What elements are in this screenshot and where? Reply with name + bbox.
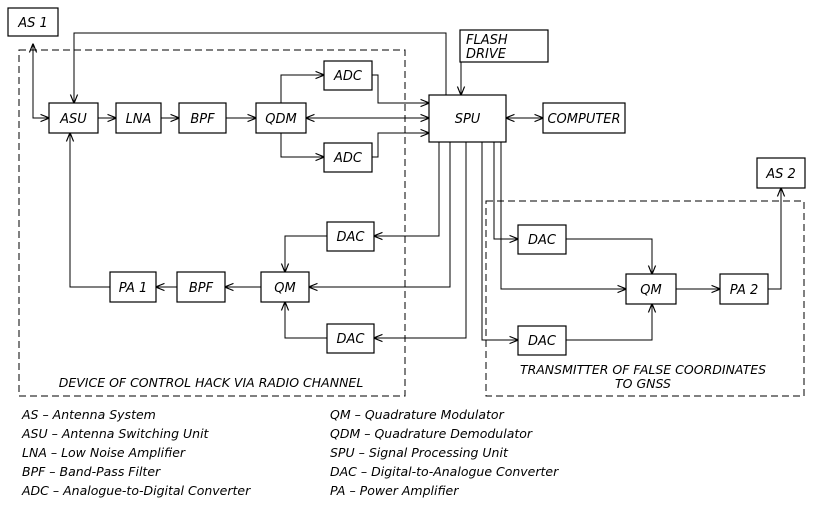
pa1-asu-link (70, 133, 110, 288)
rx-device-caption: DEVICE OF CONTROL HACK VIA RADIO CHANNEL (59, 375, 364, 390)
pa2-label: PA 2 (730, 283, 759, 298)
spu-qm-right-link (500, 142, 626, 289)
dac-left-top-block: DAC (326, 221, 375, 252)
qdm-adc-top-link (280, 75, 324, 103)
tx-device-caption-line2: TO GNSS (615, 376, 671, 391)
spu-block: SPU (428, 94, 507, 143)
legend: AS – Antenna System ASU – Antenna Switch… (21, 407, 559, 498)
spu-dac-left-bottom-link (374, 142, 467, 338)
qm-right-label: QM (640, 283, 661, 298)
adc-bottom-label: ADC (333, 151, 363, 166)
pa2-block: PA 2 (719, 273, 769, 305)
dac-left-bottom-label: DAC (337, 332, 366, 347)
asu-block: ASU (48, 102, 99, 134)
as2-label: AS 2 (765, 167, 796, 182)
qm-left-block: QM (260, 271, 310, 303)
dac-right-top-label: DAC (528, 233, 557, 248)
tx-device-caption-line1: TRANSMITTER OF FALSE COORDINATES (520, 362, 766, 377)
adc-top-spu-link (372, 74, 429, 103)
pa1-block: PA 1 (109, 271, 157, 303)
asu-label: ASU (59, 112, 87, 127)
computer-label: COMPUTER (547, 112, 620, 127)
legend-item: BPF – Band-Pass Filter (22, 464, 161, 479)
legend-item: SPU – Signal Processing Unit (330, 445, 509, 460)
pa2-as2-link (768, 188, 781, 290)
adc-bottom-spu-link (372, 133, 429, 158)
as2-block: AS 2 (756, 157, 806, 189)
lna-block: LNA (115, 102, 162, 134)
qdm-label: QDM (265, 112, 296, 127)
qm-left-label: QM (274, 281, 295, 296)
dac-right-top-qm-link (566, 238, 652, 274)
spu-qm-left-link (309, 142, 451, 287)
legend-item: DAC – Digital-to-Analogue Converter (330, 464, 559, 479)
legend-item: AS – Antenna System (21, 407, 156, 422)
dac-left-top-qm-link (285, 235, 327, 272)
qdm-block: QDM (255, 102, 307, 134)
legend-item: QDM – Quadrature Demodulator (330, 426, 533, 441)
adc-top-label: ADC (333, 69, 363, 84)
dac-right-bottom-qm-link (566, 304, 652, 341)
bpf-tx-block: BPF (176, 271, 226, 303)
computer-block: COMPUTER (542, 102, 626, 134)
legend-item: QM – Quadrature Modulator (330, 407, 505, 422)
legend-item: ASU – Antenna Switching Unit (21, 426, 210, 441)
adc-top-block: ADC (323, 60, 373, 91)
flash-label-line2: DRIVE (466, 47, 507, 62)
lna-label: LNA (126, 112, 152, 127)
tx-device-region (485, 200, 805, 397)
spu-dac-right-bottom-link (481, 142, 518, 340)
legend-item: ADC – Analogue-to-Digital Converter (21, 483, 251, 498)
qdm-adc-bottom-link (280, 133, 324, 157)
dac-right-bottom-block: DAC (517, 325, 567, 356)
dac-right-top-block: DAC (517, 224, 567, 255)
flash-label-line1: FLASH (466, 33, 508, 48)
spu-label: SPU (455, 112, 481, 127)
qm-right-block: QM (625, 273, 677, 305)
dac-left-bottom-block: DAC (326, 323, 375, 354)
flash-drive-block: FLASH DRIVE (459, 29, 549, 63)
pa1-label: PA 1 (119, 281, 148, 296)
legend-item: LNA – Low Noise Amplifier (22, 445, 186, 460)
connections (33, 32, 781, 341)
as1-asu-link (33, 44, 49, 118)
spu-asu-control (74, 32, 447, 103)
spu-dac-left-top-link (374, 142, 440, 236)
legend-item: PA – Power Amplifier (330, 483, 459, 498)
adc-bottom-block: ADC (323, 142, 373, 173)
as1-label: AS 1 (17, 16, 48, 31)
dac-left-top-label: DAC (337, 230, 366, 245)
bpf-rx-block: BPF (178, 102, 227, 134)
spu-dac-right-top-link (493, 142, 518, 239)
bpf-tx-label: BPF (189, 281, 214, 296)
as1-block: AS 1 (7, 7, 59, 37)
dac-left-bottom-qm-link (285, 302, 327, 339)
bpf-rx-label: BPF (190, 112, 215, 127)
rx-device-region (18, 49, 406, 397)
dac-right-bottom-label: DAC (528, 334, 557, 349)
